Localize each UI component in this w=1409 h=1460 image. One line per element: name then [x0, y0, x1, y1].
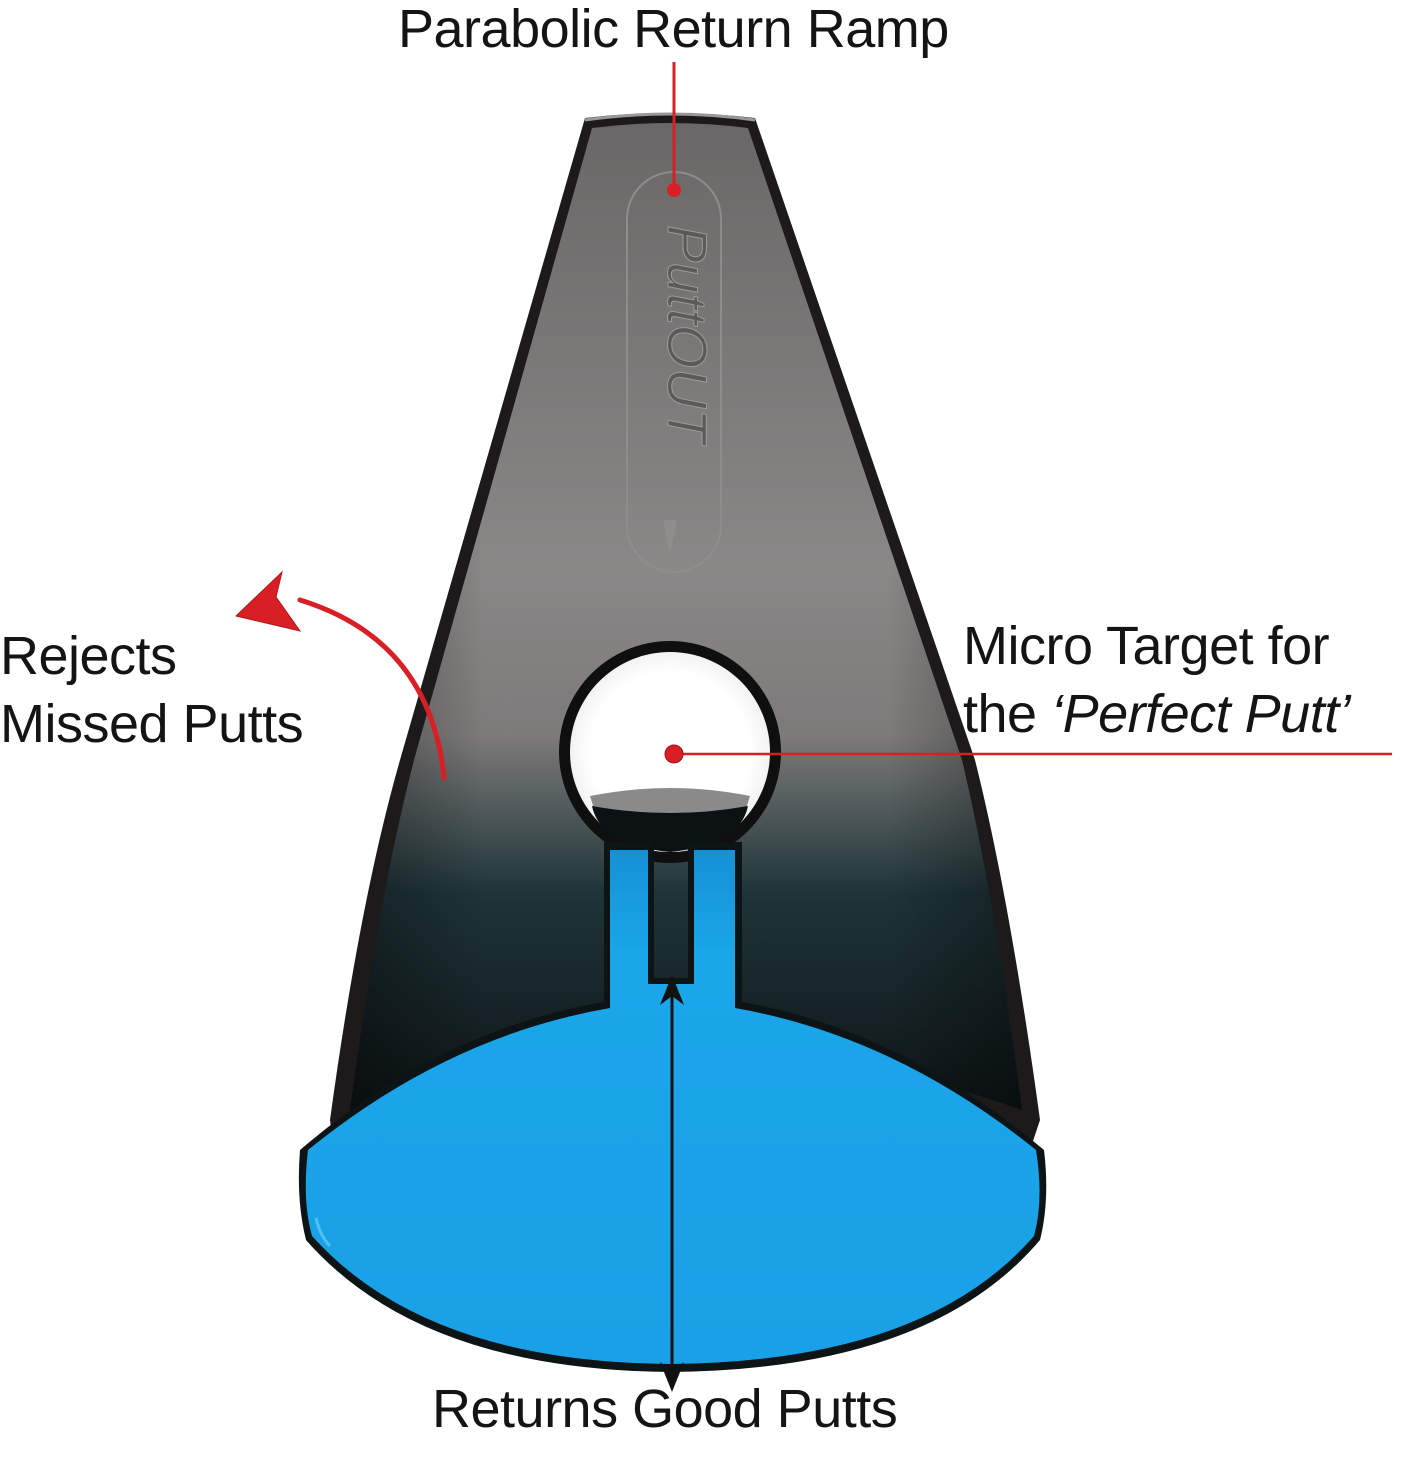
- rejects-label-line2: Missed Putts: [0, 694, 304, 754]
- micro-target-line2-prefix: the: [963, 684, 1052, 744]
- red-pointer-dot-icon: [667, 183, 681, 197]
- target-pointer: [664, 744, 1392, 764]
- micro-target-line2: the ‘Perfect Putt’: [963, 680, 1351, 748]
- brand-logo-text: PuttOUT: [656, 225, 719, 447]
- return-double-arrow-icon: [660, 975, 684, 1392]
- ramp-pointer: [667, 62, 681, 197]
- logo-arrowhead-icon: [663, 520, 677, 556]
- returns-good-putts-label: Returns Good Putts: [432, 1379, 898, 1439]
- rejects-label-line1: Rejects: [0, 626, 177, 686]
- perfect-putt-emphasis: ‘Perfect Putt’: [1051, 684, 1351, 744]
- ramp-body: [330, 112, 1040, 1160]
- logo-capsule: PuttOUT: [626, 171, 722, 573]
- parabolic-return-ramp-label: Parabolic Return Ramp: [398, 0, 949, 59]
- rejects-missed-putts-label: Rejects Missed Putts: [0, 622, 304, 758]
- reject-curved-arrow-icon: [234, 570, 447, 781]
- micro-target-label: Micro Target for the ‘Perfect Putt’: [963, 612, 1351, 748]
- micro-target-line1: Micro Target for: [963, 616, 1330, 676]
- red-pointer-dot-icon: [664, 744, 684, 764]
